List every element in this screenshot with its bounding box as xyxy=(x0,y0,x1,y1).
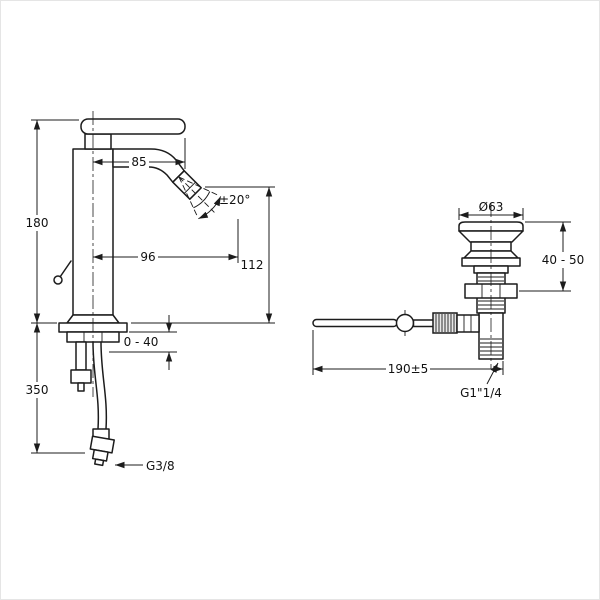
dim-rod-length: 190±5 xyxy=(388,362,429,376)
label-mask xyxy=(386,361,430,377)
dim-outlet-height: 112 xyxy=(241,258,264,272)
label-mask xyxy=(24,382,50,398)
lever-handle xyxy=(80,118,186,135)
drain-outline xyxy=(312,221,524,360)
dim-swivel-angle: ±20° xyxy=(219,193,250,207)
threaded-shank xyxy=(75,341,87,371)
dim-projection: 96 xyxy=(140,250,155,264)
label-mask xyxy=(538,252,588,268)
dim-cap-diameter-group: Ø63 xyxy=(458,200,524,220)
dim-deck-thickness: 0 - 40 xyxy=(124,335,159,349)
dim-cap-diameter: Ø63 xyxy=(479,200,504,214)
label-mask xyxy=(24,215,50,231)
dim-spout-reach-group: 85 xyxy=(93,138,186,170)
cartridge xyxy=(84,133,112,150)
dim-outlet-height-group: 112 xyxy=(131,186,275,324)
dim-height-range: 40 - 50 xyxy=(542,253,585,267)
faucet-body-outline xyxy=(53,118,202,467)
shank-tip xyxy=(77,382,85,392)
dim-projection-group: 96 xyxy=(93,219,239,265)
supply-hose xyxy=(100,341,108,430)
drain-view: Ø63 40 - 50 190±5 G1"1/4 xyxy=(312,200,588,400)
supply-thread-callout: G3/8 xyxy=(115,459,175,473)
dim-waste-thread: G1"1/4 xyxy=(460,386,502,400)
clamp-knurling xyxy=(435,314,455,332)
dim-rod-length-group: 190±5 xyxy=(312,330,504,377)
dim-hose-length-group: 350 xyxy=(24,323,85,454)
dim-supply-connection: G3/8 xyxy=(146,459,175,473)
dim-deck-thickness-group: 0 - 40 xyxy=(109,315,177,370)
spray-limit-line xyxy=(178,176,220,197)
faucet-view: ±20° 85 96 112 xyxy=(24,111,275,473)
label-mask xyxy=(239,257,265,273)
rod-socket xyxy=(456,314,480,333)
rod-ball-joint xyxy=(395,313,415,333)
popup-knob-stem xyxy=(59,260,72,278)
angle-arc-outer xyxy=(198,196,222,220)
rod-link xyxy=(412,319,435,328)
dim-spout-reach: 85 xyxy=(131,155,146,169)
dim-mounting-height: 180 xyxy=(26,216,49,230)
dim-hose-length: 350 xyxy=(26,383,49,397)
pull-rod xyxy=(312,318,398,328)
leader-line xyxy=(486,362,499,385)
spray-angle-indicator: ±20° xyxy=(178,176,250,220)
aerator-face-line xyxy=(183,181,196,194)
hose-end-connector xyxy=(89,435,115,467)
dim-mounting-height-group: 180 xyxy=(24,119,79,324)
mounting-nut xyxy=(70,369,92,384)
popup-knob xyxy=(53,275,63,285)
spray-limit-line xyxy=(178,176,199,218)
label-mask xyxy=(129,154,149,170)
waste-thread-callout: G1"1/4 xyxy=(460,362,502,400)
label-mask xyxy=(138,249,158,265)
supply-hose xyxy=(92,341,100,430)
dim-height-range-group: 40 - 50 xyxy=(519,221,588,292)
